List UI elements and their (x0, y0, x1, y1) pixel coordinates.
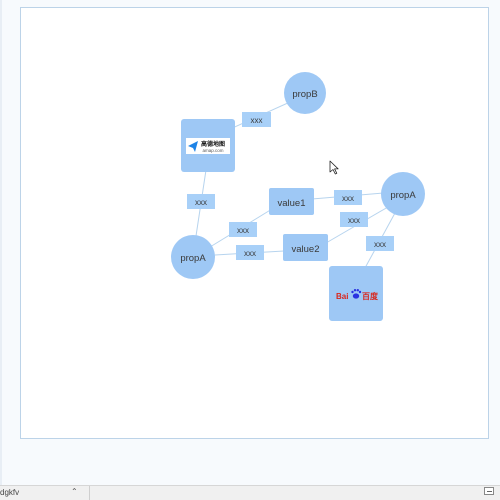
status-bar: dgkfv ⌃ (0, 485, 500, 500)
node-propa-right-label: propA (390, 190, 416, 201)
node-propa-right[interactable]: propA (381, 172, 425, 216)
edge-label-amap-propb[interactable]: xxx (242, 112, 271, 127)
left-window-edge (0, 0, 2, 485)
window-minimize-icon[interactable] (484, 487, 494, 495)
baidu-logo-text-left: Bai (336, 292, 348, 301)
edge-label-propa-value2-text: xxx (244, 249, 256, 258)
edge-label-amap-propa-text: xxx (195, 198, 207, 207)
node-baidu-logo[interactable]: Bai 百度 (329, 266, 383, 321)
amap-logo-icon (188, 141, 198, 152)
amap-logo-name: 高德地图 (201, 140, 225, 148)
baidu-logo-text-right: 百度 (362, 291, 379, 301)
edge-label-value2-propa[interactable]: xxx (340, 212, 368, 227)
edge-label-amap-propa[interactable]: xxx (187, 194, 215, 209)
edge-label-propa-baidu-text: xxx (374, 240, 386, 249)
amap-logo-url: amap.com (202, 148, 223, 153)
edge-label-propa-baidu[interactable]: xxx (366, 236, 394, 251)
node-value2-label: value2 (292, 244, 320, 255)
node-amap-logo[interactable]: 高德地图 amap.com (181, 119, 235, 172)
node-propb-label: propB (292, 89, 317, 100)
node-propa-left[interactable]: propA (171, 235, 215, 279)
edge-label-propa-value2[interactable]: xxx (236, 245, 264, 260)
edge-label-propa-value1[interactable]: xxx (229, 222, 257, 237)
edge-label-amap-propb-text: xxx (251, 116, 263, 125)
edge-label-propa-value1-text: xxx (237, 226, 249, 235)
node-propa-left-label: propA (180, 253, 206, 264)
status-divider (89, 486, 90, 500)
chevron-up-icon[interactable]: ⌃ (71, 487, 78, 496)
node-value1-label: value1 (278, 198, 306, 209)
edge-label-value2-propa-text: xxx (348, 216, 360, 225)
mouse-cursor-icon (329, 160, 339, 175)
node-value2[interactable]: value2 (283, 234, 328, 261)
edge-label-value1-propa[interactable]: xxx (334, 190, 362, 205)
status-filename: dgkfv (0, 488, 20, 497)
baidu-paw-icon (351, 289, 362, 299)
node-value1[interactable]: value1 (269, 188, 314, 215)
edge-label-value1-propa-text: xxx (342, 194, 354, 203)
node-propb[interactable]: propB (284, 72, 326, 114)
